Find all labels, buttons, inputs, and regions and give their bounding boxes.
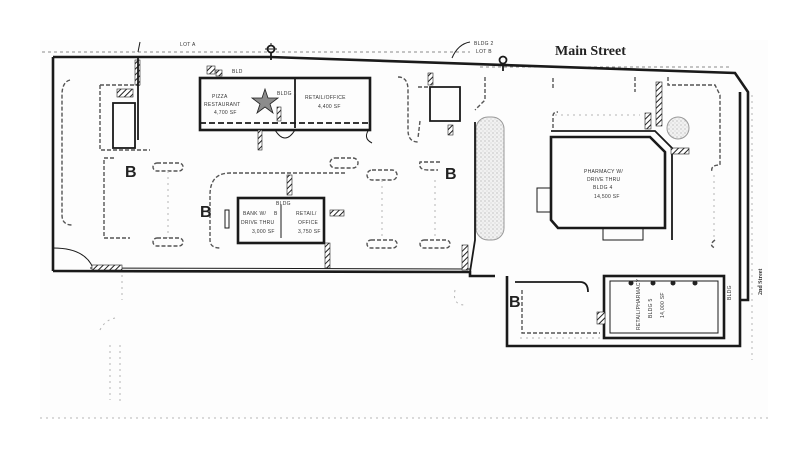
outparcel-boundary [505,92,742,348]
pharmacy-label-3: BLDG 4 [593,185,613,191]
bike-rack-icon: B [509,294,521,311]
bank-label-top: BLDG [276,201,291,207]
pharmacy-canopy [602,227,644,241]
crosswalk-east [596,311,606,325]
nw-curb [99,84,150,151]
entry-canopy [274,129,296,139]
retail-pharmacy-label-1: RETAIL/PHARMACY [636,278,642,330]
light-pole-icon [498,55,508,71]
south-driveway-curb [99,317,121,402]
nw-building-sign [116,88,134,98]
dumpster-enclosure-2 [215,69,223,77]
east-canopy [366,127,373,144]
crosswalk-pharmacy-east [670,147,690,155]
pizza-label-1: PIZZA [212,94,228,100]
parking-island-6 [418,161,440,171]
parking-island-5 [419,239,451,249]
parking-island-7 [329,157,359,169]
bank-label-2: DRIVE THRU [241,220,275,226]
pizza-label-2: RESTAURANT [204,102,241,108]
central-drive-line [469,122,476,273]
column-markers [628,280,698,286]
pharmacy-building [549,135,667,230]
crosswalk-bank-north [286,174,293,196]
callout-leader [451,41,471,59]
ne-parking-curb-2 [710,239,716,249]
parking-island-2 [152,237,184,247]
bike-rack-icon: B [125,164,137,181]
center-drive-west [397,76,419,143]
crosswalk-bank-east [329,209,345,217]
south-center-curb [454,289,466,306]
light-pole-icon [265,43,277,60]
nw-small-building [112,102,136,149]
ne-parking-curb [474,77,721,173]
retail-north-label-2: 4,400 SF [318,104,341,110]
small-building-label: BLDG [727,285,733,300]
pharmacy-label-4: 14,500 SF [594,194,620,200]
bank-label-1: BANK W/ [243,211,267,217]
bank-building [236,196,326,245]
center-small-building [429,86,461,122]
retail-pharmacy-label-2: BLDG 5 [648,298,654,318]
retail-south-label-2: OFFICE [298,220,318,226]
entry-hatch [276,106,282,122]
main-street-label: Main Street [555,44,626,59]
pharmacy-vestibule [536,187,552,213]
bldg1-label: BLDG 1 [277,91,297,97]
pizza-label-3: 4,700 SF [214,110,237,116]
west-parking-curb [61,79,73,226]
crosswalk-south [461,244,469,271]
pharmacy-drive-thru [551,130,673,240]
pharmacy-sign [644,112,652,130]
west-island [103,157,130,239]
pharmacy-north-curb [552,111,559,128]
crosswalk-center-2 [447,124,454,136]
crosswalk-bank-south [324,242,331,269]
callout-top-mid-2: LOT B [476,49,492,55]
atm-kiosk [224,209,230,229]
retail-south-label-1: RETAIL/ [296,211,317,217]
property-boundary-south [52,269,495,278]
retail-pharmacy-label-3: 14,000 SF [660,292,666,318]
east-street-label: 2nd Street [758,269,764,295]
landscape-strip [475,116,505,241]
dumpster-enclosure [206,65,216,75]
south-sidewalk-line [89,267,471,270]
pharmacy-label-2: DRIVE THRU [587,177,621,183]
retail-pharmacy-inner [609,280,719,334]
pharmacy-label-1: PHARMACY W/ [584,169,623,175]
crosswalk-north-center [427,72,434,86]
sw-corner-curve [52,247,94,269]
outparcel-parking [521,290,600,334]
crosswalk-pharmacy [655,81,663,127]
parking-island-4 [366,239,398,249]
callout-top-left: LOT A [180,42,196,48]
star-highlight-icon [250,87,280,115]
pizza-retail-building [198,76,372,132]
outparcel-drive [515,281,589,293]
tree-icon [666,116,690,140]
center-island-curb [417,86,430,139]
dumpster-label: BLD [232,69,243,75]
retail-south-label-3: 3,750 SF [298,229,321,235]
callout-leader-left [137,41,141,53]
bank-label-3: 3,000 SF [252,229,275,235]
bike-rack-icon: B [445,166,457,183]
property-boundary-north [53,55,750,302]
crosswalk-center [257,129,263,151]
callout-top-mid-1: BLDG 2 [474,41,494,47]
retail-north-label-1: RETAIL/OFFICE [305,95,346,101]
bike-rack-icon: B [200,204,212,221]
bank-drive-thru-lane [209,172,345,249]
bank-label-suffix: B [274,211,278,217]
retail-pharmacy-building [602,274,726,340]
crosswalk-sw [91,264,123,271]
